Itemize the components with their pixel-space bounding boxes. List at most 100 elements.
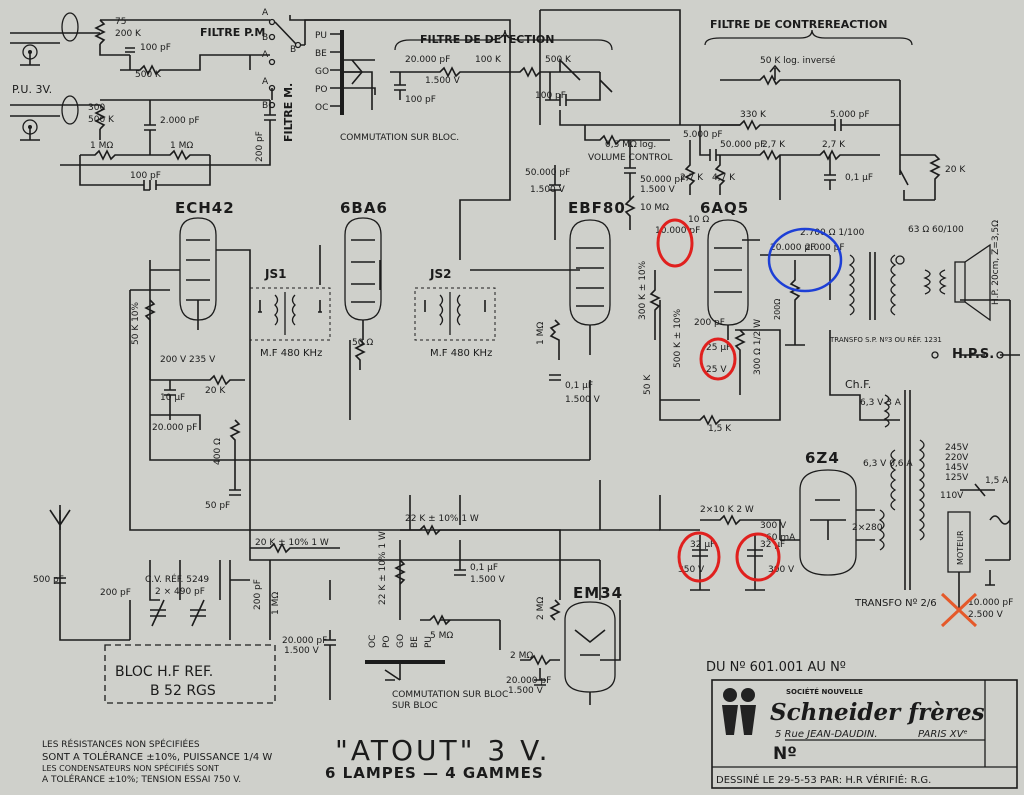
drawn-label: DESSINÉ LE 29-5-53 PAR: H.R VÉRIFIÉ: R.G… xyxy=(716,773,931,786)
title-name: "ATOUT" 3 V. xyxy=(335,734,551,767)
bias-components: 22 K ± 10% 1 W 20 K ± 10% 1 W 22 K ± 10%… xyxy=(250,514,561,700)
c200pf-c-label: 200 pF xyxy=(100,588,131,598)
number-label: Nº xyxy=(773,744,797,764)
v1500-a-label: 1.500 V xyxy=(640,185,676,195)
tap-label: 125V xyxy=(945,473,969,483)
ebf80-label: EBF80 xyxy=(568,199,626,217)
city-label: PARIS XVᵉ xyxy=(918,729,968,740)
r22k-b-label: 22 K ± 10% 1 W xyxy=(378,531,388,605)
switch-bottom-label: BE xyxy=(410,636,420,648)
notes-line1: LES RÉSISTANCES NON SPÉCIFIÉES xyxy=(42,738,200,750)
c100pf-det-label: 100 pF xyxy=(405,95,436,105)
bloc-line1: BLOC H.F REF. xyxy=(115,664,213,680)
6aq5-label: 6AQ5 xyxy=(700,199,749,217)
bloc-line2: B 52 RGS xyxy=(150,683,216,699)
r50k-label: 50 K xyxy=(643,374,653,395)
notes-line3: LES CONDENSATEURS NON SPÉCIFIÉS SONT xyxy=(42,762,219,773)
ech42-envelope xyxy=(179,217,217,321)
r5m-label: 5 MΩ xyxy=(430,631,453,641)
notes-line4: A TOLÉRANCE ±10%; TENSION ESSAI 750 V. xyxy=(42,773,241,785)
r50ohm-label: 50 Ω xyxy=(352,338,373,348)
hps-label: H.P.S. xyxy=(952,347,994,362)
c01-c-label: 0,1 µF xyxy=(470,563,498,573)
c500pf-label: 500 pF xyxy=(33,575,64,585)
r47k-label: 4,7 K xyxy=(712,173,736,183)
c100pf-b-label: 100 pF xyxy=(130,171,161,181)
moteur-label: MOTEUR xyxy=(956,530,965,565)
r75-label: 75 xyxy=(115,17,126,27)
serial-label: DU Nº 601.001 AU Nº xyxy=(706,660,846,675)
c01-a-label: 0,1 µF xyxy=(845,173,873,183)
volume-label: VOLUME CONTROL xyxy=(588,153,673,163)
switch-bottom-label: PU xyxy=(424,636,434,648)
highlight-circle-red xyxy=(656,218,694,268)
switch-top-label: OC xyxy=(315,103,328,113)
switch-top-label: PU xyxy=(315,31,327,41)
6aq5-envelope xyxy=(707,219,749,326)
band-switch-bottom: OC PO GO BE PU COMMUTATION SUR BLOC SUR … xyxy=(365,634,508,711)
volume-section: 0,5 MΩ log. VOLUME CONTROL 50.000 pF 1.5… xyxy=(525,125,736,240)
bloc-hf-box xyxy=(104,644,276,704)
js1-label: JS1 xyxy=(264,267,286,281)
r10m-label: 10 MΩ xyxy=(640,203,669,213)
6ba6-label: 6BA6 xyxy=(340,199,388,217)
tube-em34: EM34 xyxy=(564,584,623,705)
commutation-bottom-sub: SUR BLOC xyxy=(392,701,438,711)
c20000-ech-label: 20.000 pF xyxy=(152,423,197,433)
v2500-label: 2.500 V xyxy=(968,610,1004,620)
notes-block: LES RÉSISTANCES NON SPÉCIFIÉES SONT A TO… xyxy=(42,738,272,785)
r10ohm-label: 10 Ω xyxy=(688,215,709,225)
c32b-label: 32 µF xyxy=(760,540,785,550)
c200pf-d-label: 200 pF xyxy=(253,579,263,610)
rf-section: 500 pF 200 pF C.V. RÉF. 5249 2 × 490 pF … xyxy=(33,505,281,704)
r27k-c-label: 2,7 K xyxy=(822,140,846,150)
tube-6aq5: 6AQ5 xyxy=(700,199,760,340)
r27k-b-label: 2,7 K xyxy=(762,140,786,150)
v25-label: 25 V xyxy=(706,365,727,375)
output-stage: 63 Ω 60/100 H.P. 20cm, Z=3,5Ω H.P.S. TRA… xyxy=(829,220,1004,362)
brand-label: Schneider frères xyxy=(770,699,985,726)
transfo-sortie-label: TRANSFO S.P. Nº3 OU RÉF. 1231 xyxy=(829,335,942,344)
highlight-annotations xyxy=(656,218,978,628)
ab-label: B xyxy=(262,33,268,43)
r200-label: 200Ω xyxy=(773,299,782,320)
c50000-b-label: 50.000 pF xyxy=(525,168,570,178)
v200-label: 200 V 235 V xyxy=(160,355,216,365)
highlight-circle-red xyxy=(699,337,737,381)
r50k-ech-label: 50 K 10% xyxy=(131,301,141,345)
ab-switch: A B A B A B xyxy=(250,8,305,111)
c32a-label: 32 µF xyxy=(690,540,715,550)
r300ohm-label: 300 Ω 1/2 W xyxy=(753,319,763,375)
v1500-c-label: 1.500 V xyxy=(565,395,601,405)
tr63-label: 63 Ω 60/100 xyxy=(908,225,964,235)
c10000-label: 10.000 pF xyxy=(655,226,700,236)
em34-label: EM34 xyxy=(573,584,623,602)
switch-bottom-label: OC xyxy=(368,635,378,648)
ab-label: B xyxy=(290,45,296,55)
c10uf-label: 10 µF xyxy=(160,393,185,403)
hp-label: H.P. 20cm, Z=3,5Ω xyxy=(991,220,1001,305)
v300-label: 300 V xyxy=(760,521,787,531)
switch-top-label: BE xyxy=(315,49,327,59)
ab-label: A xyxy=(262,77,269,87)
if-transformer-1: JS1 M.F 480 KHz xyxy=(249,267,331,359)
switch-top-label: GO xyxy=(315,67,329,77)
filtre-m-label: FILTRE M. xyxy=(282,83,295,142)
r22k-1w-label: 22 K ± 10% 1 W xyxy=(405,514,479,524)
r2m-b-label: 2 MΩ xyxy=(510,651,533,661)
c20000-b-label: 20.000 pF xyxy=(770,243,815,253)
r500k-a-label: 500 K xyxy=(135,70,162,80)
c20000-det-label: 20.000 pF xyxy=(405,55,450,65)
r100k-det-label: 100 K xyxy=(475,55,502,65)
c50pf-label: 50 pF xyxy=(205,501,230,511)
r2700-label: 2.700 Ω 1/100 xyxy=(800,228,865,238)
tap-label: 145V xyxy=(945,463,969,473)
notes-line2: SONT A TOLÉRANCE ±10%, PUISSANCE 1/4 W xyxy=(42,750,272,763)
switch-top-label: PO xyxy=(315,85,328,95)
if-transformer-2: JS2 M.F 480 KHz xyxy=(414,267,496,359)
switch-bottom-label: PO xyxy=(382,635,392,648)
r20k-a-label: 20 K xyxy=(945,165,966,175)
twins-logo xyxy=(722,688,756,735)
transfo-label: TRANSFO Nº 2/6 xyxy=(854,598,937,609)
em34-envelope xyxy=(564,601,616,693)
